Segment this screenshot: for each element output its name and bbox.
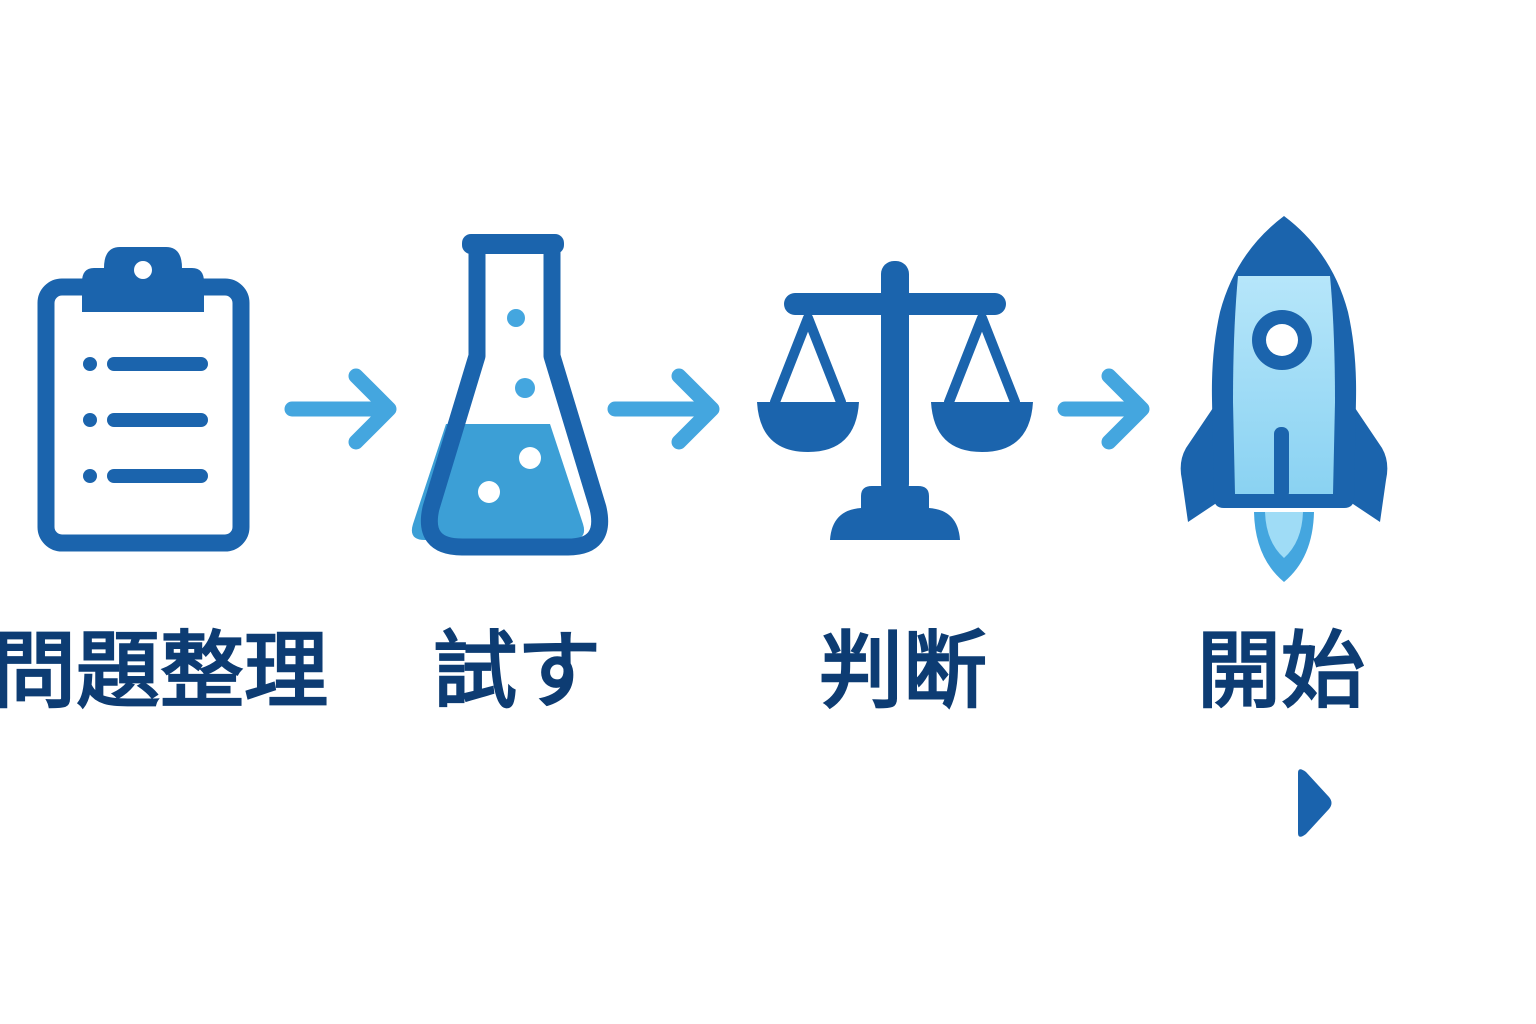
clipboard-icon [37,247,250,552]
step-start: 開始 [1180,216,1388,720]
long-arrow-icon [81,769,1332,837]
scales-icon [757,261,1033,540]
rocket-icon [1180,216,1388,582]
flask-icon [411,234,609,556]
step-problem-organize: 問題整理 [0,247,328,720]
arrow-right-icon [284,368,397,450]
arrow-right-icon [1057,368,1150,450]
step-try: 試す [411,234,609,720]
step-label-4: 開始 [1197,622,1365,720]
step-label-3: 判断 [819,622,987,720]
arrow-right-icon [607,368,720,450]
step-judge: 判断 [757,261,1033,720]
step-label-1: 問題整理 [0,622,328,720]
step-label-2: 試す [433,622,601,720]
